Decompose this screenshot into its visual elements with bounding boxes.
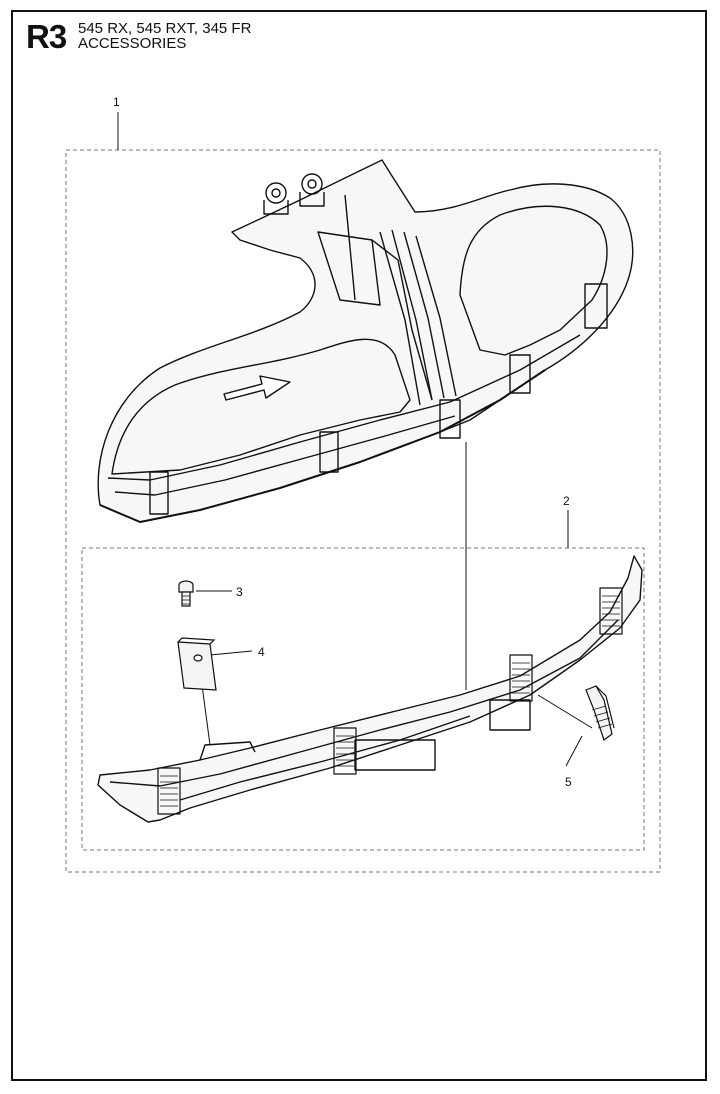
callout-1: 1 (113, 95, 120, 109)
assembly-box-1 (65, 149, 661, 873)
assembly-box-2 (81, 547, 645, 851)
leader-line-4 (209, 650, 253, 656)
leader-line-5 (565, 735, 583, 767)
callout-4: 4 (258, 645, 265, 659)
page-title: ACCESSORIES (78, 35, 187, 52)
assembly-line-clip (537, 694, 593, 729)
callout-5: 5 (565, 775, 572, 789)
callout-3: 3 (236, 585, 243, 599)
page-frame (11, 10, 707, 1081)
section-code: R3 (26, 18, 67, 55)
callout-2: 2 (563, 494, 570, 508)
nut-plate (177, 637, 217, 691)
guard-skid (97, 555, 643, 823)
model-list: 545 RX, 545 RXT, 345 FR (78, 20, 252, 37)
screw (178, 580, 194, 607)
spring-clip (585, 685, 615, 741)
trimmer-guard (97, 159, 634, 523)
